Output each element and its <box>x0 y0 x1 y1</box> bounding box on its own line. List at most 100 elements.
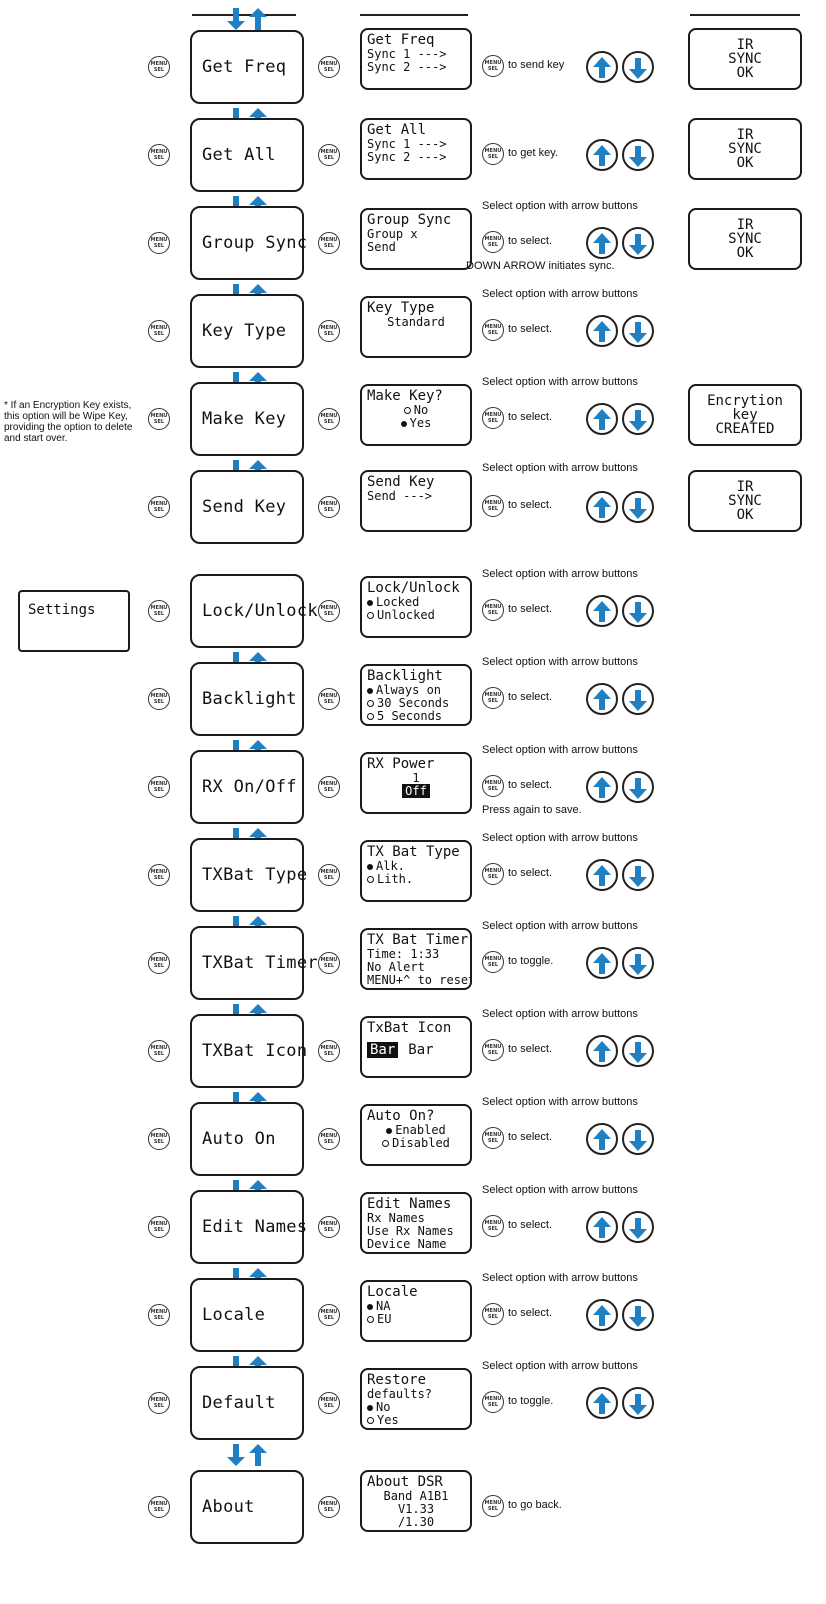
up-arrow-button[interactable] <box>586 1123 618 1155</box>
up-arrow-button[interactable] <box>586 1035 618 1067</box>
down-arrow-button[interactable] <box>622 1299 654 1331</box>
down-arrow-button[interactable] <box>622 1123 654 1155</box>
down-arrow-button[interactable] <box>622 139 654 171</box>
menu-screen-12[interactable]: Auto On <box>190 1102 304 1176</box>
menu-screen-6[interactable]: Lock/Unlock <box>190 574 318 648</box>
up-arrow-button[interactable] <box>586 683 618 715</box>
up-arrow-button[interactable] <box>586 1211 618 1243</box>
up-arrow-button[interactable] <box>586 51 618 83</box>
up-arrow-button[interactable] <box>586 403 618 435</box>
menu-screen-15[interactable]: Default <box>190 1366 304 1440</box>
down-arrow-button[interactable] <box>622 1387 654 1419</box>
up-arrow-button[interactable] <box>586 491 618 523</box>
menu-screen-11[interactable]: TXBat Icon <box>190 1014 307 1088</box>
up-arrow-button[interactable] <box>586 771 618 803</box>
down-arrow-button[interactable] <box>622 491 654 523</box>
down-arrow-button[interactable] <box>622 595 654 627</box>
down-arrow-button[interactable] <box>622 859 654 891</box>
down-arrow-button[interactable] <box>622 771 654 803</box>
menu-screen-5[interactable]: Send Key <box>190 470 304 544</box>
down-arrow-button[interactable] <box>622 947 654 979</box>
down-arrow-button[interactable] <box>622 51 654 83</box>
up-arrow-button[interactable] <box>586 315 618 347</box>
up-arrow-button[interactable] <box>586 1387 618 1419</box>
menu-screen-4[interactable]: Make Key <box>190 382 304 456</box>
menu-screen-7[interactable]: Backlight <box>190 662 304 736</box>
up-arrow-button[interactable] <box>586 227 618 259</box>
down-arrow-button[interactable] <box>622 1035 654 1067</box>
menu-screen-3[interactable]: Key Type <box>190 294 304 368</box>
menu-screen-8[interactable]: RX On/Off <box>190 750 304 824</box>
menu-screen-16[interactable]: About <box>190 1470 304 1544</box>
up-arrow-button[interactable] <box>586 859 618 891</box>
up-arrow-button[interactable] <box>586 139 618 171</box>
menu-screen-0[interactable]: Get Freq <box>190 30 304 104</box>
up-arrow-button[interactable] <box>586 947 618 979</box>
down-arrow-button[interactable] <box>622 683 654 715</box>
down-arrow-button[interactable] <box>622 227 654 259</box>
down-arrow-button[interactable] <box>622 1211 654 1243</box>
menu-screen-2[interactable]: Group Sync <box>190 206 307 280</box>
menu-screen-13[interactable]: Edit Names <box>190 1190 307 1264</box>
up-arrow-button[interactable] <box>586 1299 618 1331</box>
menu-screen-14[interactable]: Locale <box>190 1278 304 1352</box>
menu-screen-1[interactable]: Get All <box>190 118 304 192</box>
menu-screen-10[interactable]: TXBat Timer <box>190 926 318 1000</box>
menu-screen-9[interactable]: TXBat Type <box>190 838 307 912</box>
up-arrow-button[interactable] <box>586 595 618 627</box>
down-arrow-button[interactable] <box>622 315 654 347</box>
down-arrow-button[interactable] <box>622 403 654 435</box>
